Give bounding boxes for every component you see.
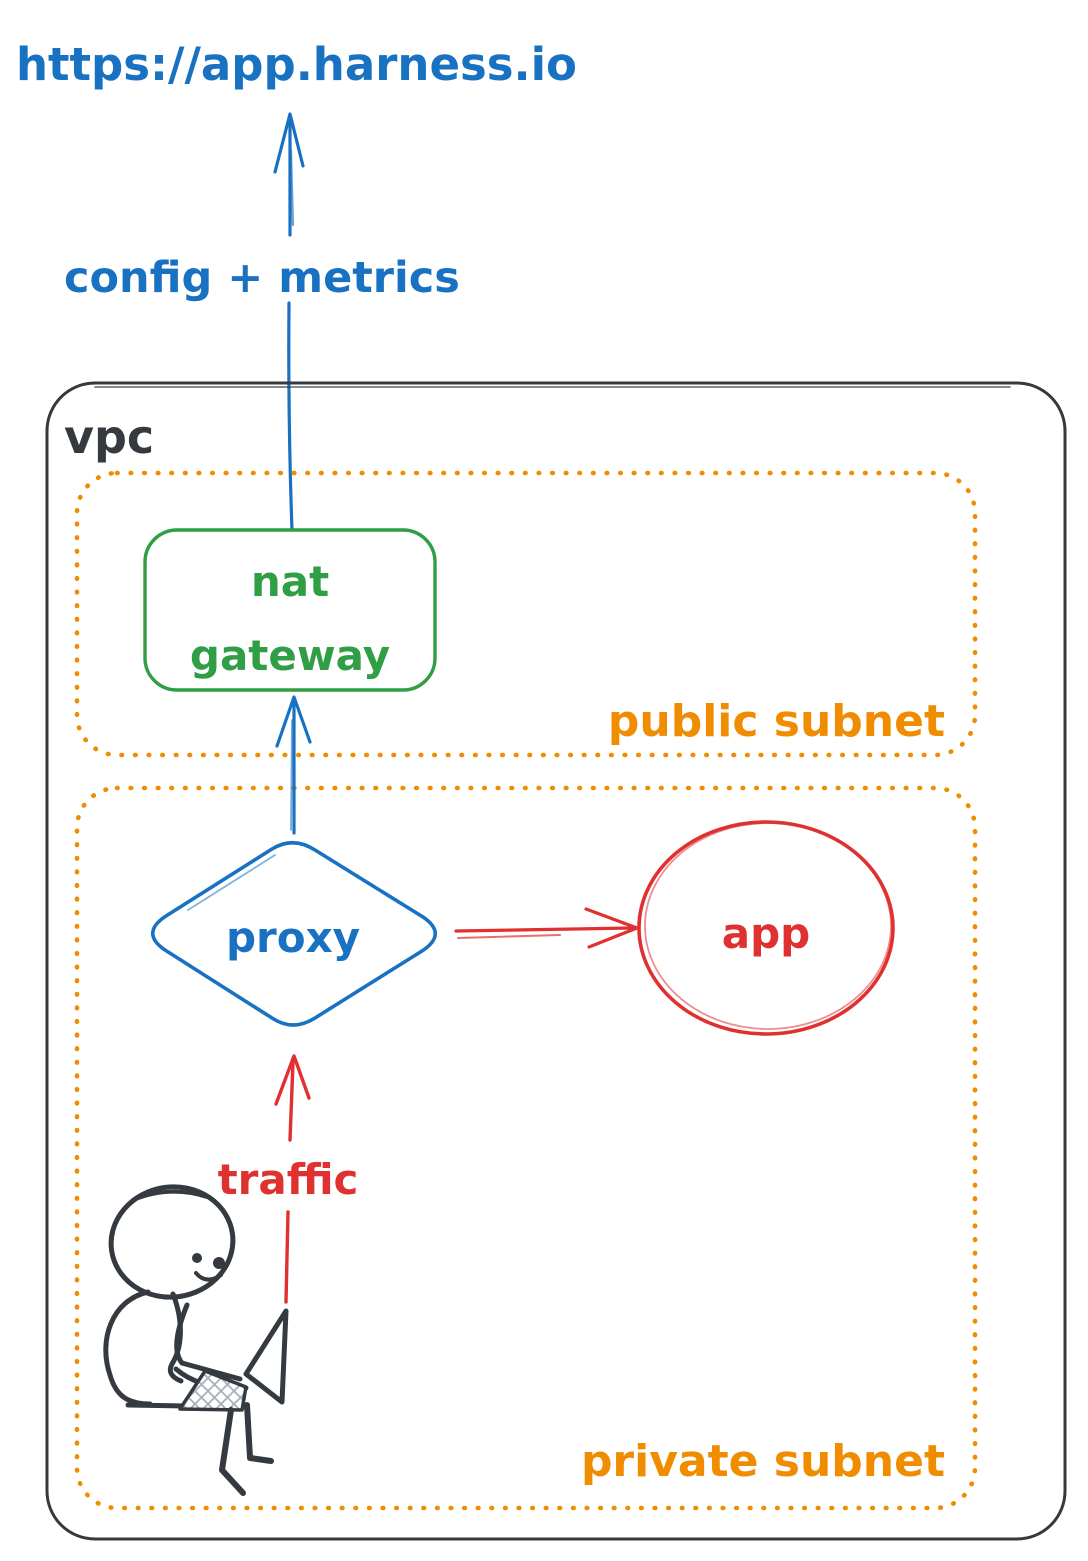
proxy-to-app-arrow: [454, 907, 639, 949]
person-chest: [167, 1291, 184, 1384]
vpc-label: vpc: [64, 410, 154, 464]
proxy-to-nat-arrow: [275, 695, 312, 835]
public-subnet-box: [74, 470, 978, 758]
app-circle: [637, 820, 895, 1036]
laptop-base: [178, 1369, 248, 1412]
person-hair: [131, 1189, 209, 1202]
traffic-arrow: [274, 1054, 311, 1304]
public-subnet-label: public subnet: [608, 696, 945, 747]
traffic-label: traffic: [218, 1155, 359, 1204]
config-metrics-label: config + metrics: [64, 253, 460, 303]
person-eye-left: [192, 1253, 202, 1263]
app-label: app: [722, 909, 810, 958]
private-subnet-box: [74, 785, 978, 1511]
person-eye-right: [213, 1257, 225, 1269]
person-arm: [174, 1302, 243, 1382]
person-leg-front: [219, 1407, 246, 1496]
person-leg-back: [244, 1402, 274, 1464]
external-url-label: https://app.harness.io: [16, 38, 577, 91]
proxy-label: proxy: [226, 913, 360, 962]
person-with-laptop-icon: [103, 1184, 289, 1496]
nat-gateway-label-line1: nat: [251, 557, 329, 606]
private-subnet-label: private subnet: [581, 1436, 945, 1487]
person-smile: [194, 1271, 223, 1282]
config-metrics-arrow: [273, 112, 305, 532]
nat-gateway-label-line2: gateway: [190, 631, 390, 680]
person-head: [108, 1184, 236, 1300]
proxy-diamond: [150, 840, 438, 1027]
person-body: [103, 1289, 153, 1407]
vpc-box: [45, 381, 1067, 1541]
nat-gateway-box: [143, 528, 437, 692]
laptop-screen: [243, 1308, 289, 1405]
